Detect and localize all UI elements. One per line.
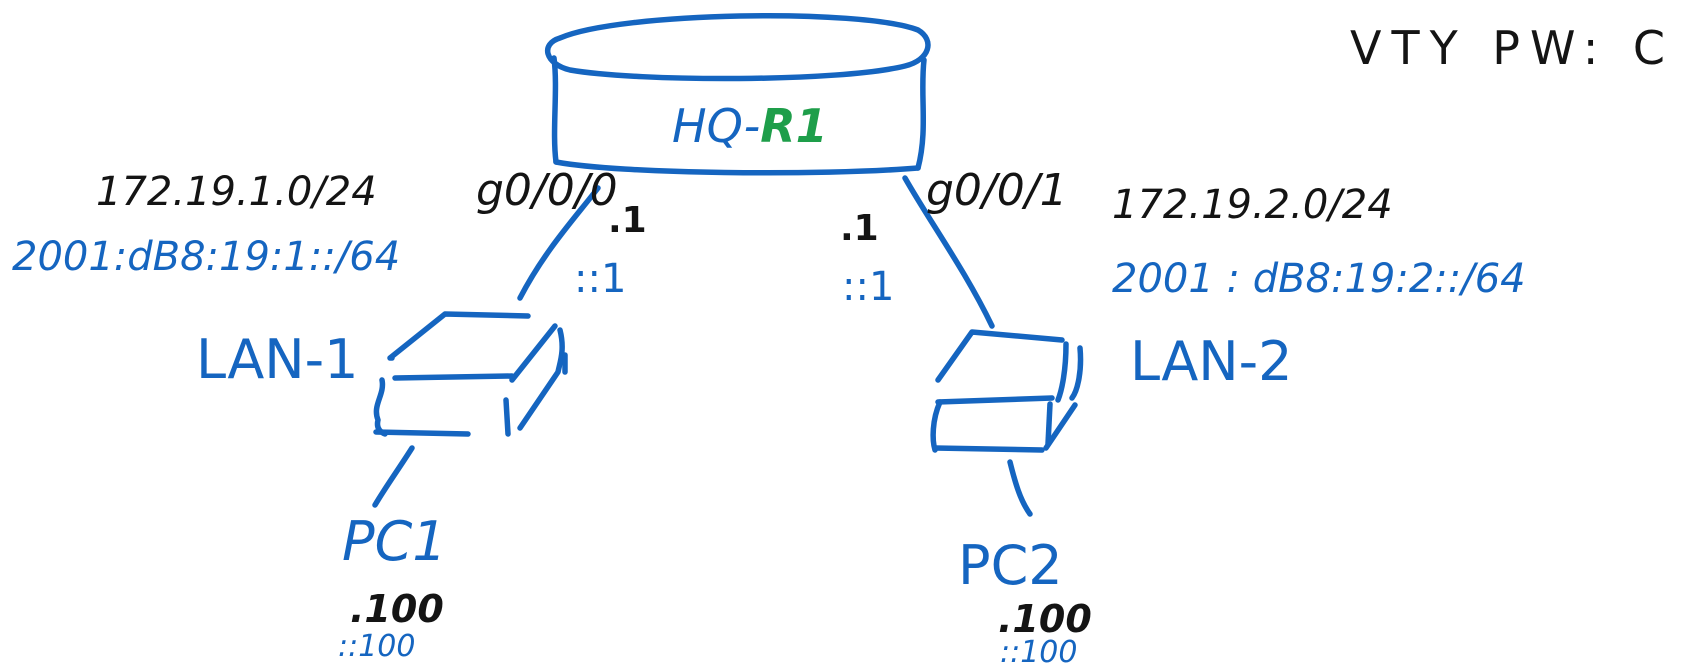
vty-password-note: VTY PW: C <box>1350 21 1675 75</box>
lan1-ipv6-network: 2001:dB8:19:1::/64 <box>12 234 400 280</box>
lan1-switch-top-right <box>509 323 558 383</box>
lan2-ipv6-network: 2001 : dB8:19:2::/64 <box>1112 256 1526 302</box>
pc2-label: PC2 <box>958 534 1063 597</box>
router-label: HQ-R1 <box>672 99 828 153</box>
lan1-label: LAN-1 <box>196 328 359 391</box>
link-router-to-lan2-switch <box>902 175 995 329</box>
router-body-side-left <box>551 55 559 165</box>
lan1-switch <box>373 311 568 437</box>
interface-left-ipv4: .1 <box>608 200 647 241</box>
lan2-switch-top-face <box>935 329 1065 383</box>
lan2-switch-front-right <box>1045 401 1053 447</box>
pc1-label: PC1 <box>342 510 447 573</box>
router-body-bottom <box>553 159 921 176</box>
lan1-switch-front-top <box>392 373 515 381</box>
pc2-ipv4: .100 <box>998 597 1092 641</box>
interface-right-ipv6: ::1 <box>842 264 894 310</box>
router-hq-r1 <box>544 12 931 176</box>
lan1-switch-front-bottom <box>373 429 471 437</box>
lan2-switch-front-top <box>935 395 1055 405</box>
router-label-suffix: R1 <box>760 99 827 153</box>
lan2-switch-top-right <box>1055 341 1069 403</box>
router-label-prefix: HQ- <box>672 99 760 153</box>
interface-left-ipv6: ::1 <box>574 256 626 302</box>
lan1-ipv4-network: 172.19.1.0/24 <box>96 169 377 215</box>
link-lan2-switch-to-pc2 <box>1007 459 1033 517</box>
interface-left-name: g0/0/0 <box>476 165 618 216</box>
link-router-to-lan1-switch <box>517 185 601 301</box>
lan1-switch-side-right <box>517 327 565 431</box>
router-body-side-right <box>915 57 927 171</box>
lan1-switch-front-left <box>373 377 388 437</box>
lan2-label: LAN-2 <box>1130 330 1293 393</box>
lan2-switch-front-left <box>930 399 943 453</box>
lan2-ipv4-network: 172.19.2.0/24 <box>1112 182 1393 228</box>
lan2-switch <box>930 329 1084 453</box>
lan2-switch-front-bottom <box>932 445 1045 453</box>
pc1-ipv4: .100 <box>350 587 444 631</box>
pc1-ipv6: ::100 <box>338 629 415 664</box>
interface-right-ipv4: .1 <box>840 208 879 249</box>
lan2-switch-side-right <box>1043 345 1084 451</box>
pc2-ipv6: ::100 <box>1000 635 1077 666</box>
router-body-top-ellipse <box>544 12 931 82</box>
link-lan1-switch-to-pc1 <box>372 445 415 508</box>
lan1-switch-front-right <box>503 397 511 437</box>
interface-right-name: g0/0/1 <box>926 165 1068 216</box>
lan1-switch-top-face <box>387 311 531 361</box>
